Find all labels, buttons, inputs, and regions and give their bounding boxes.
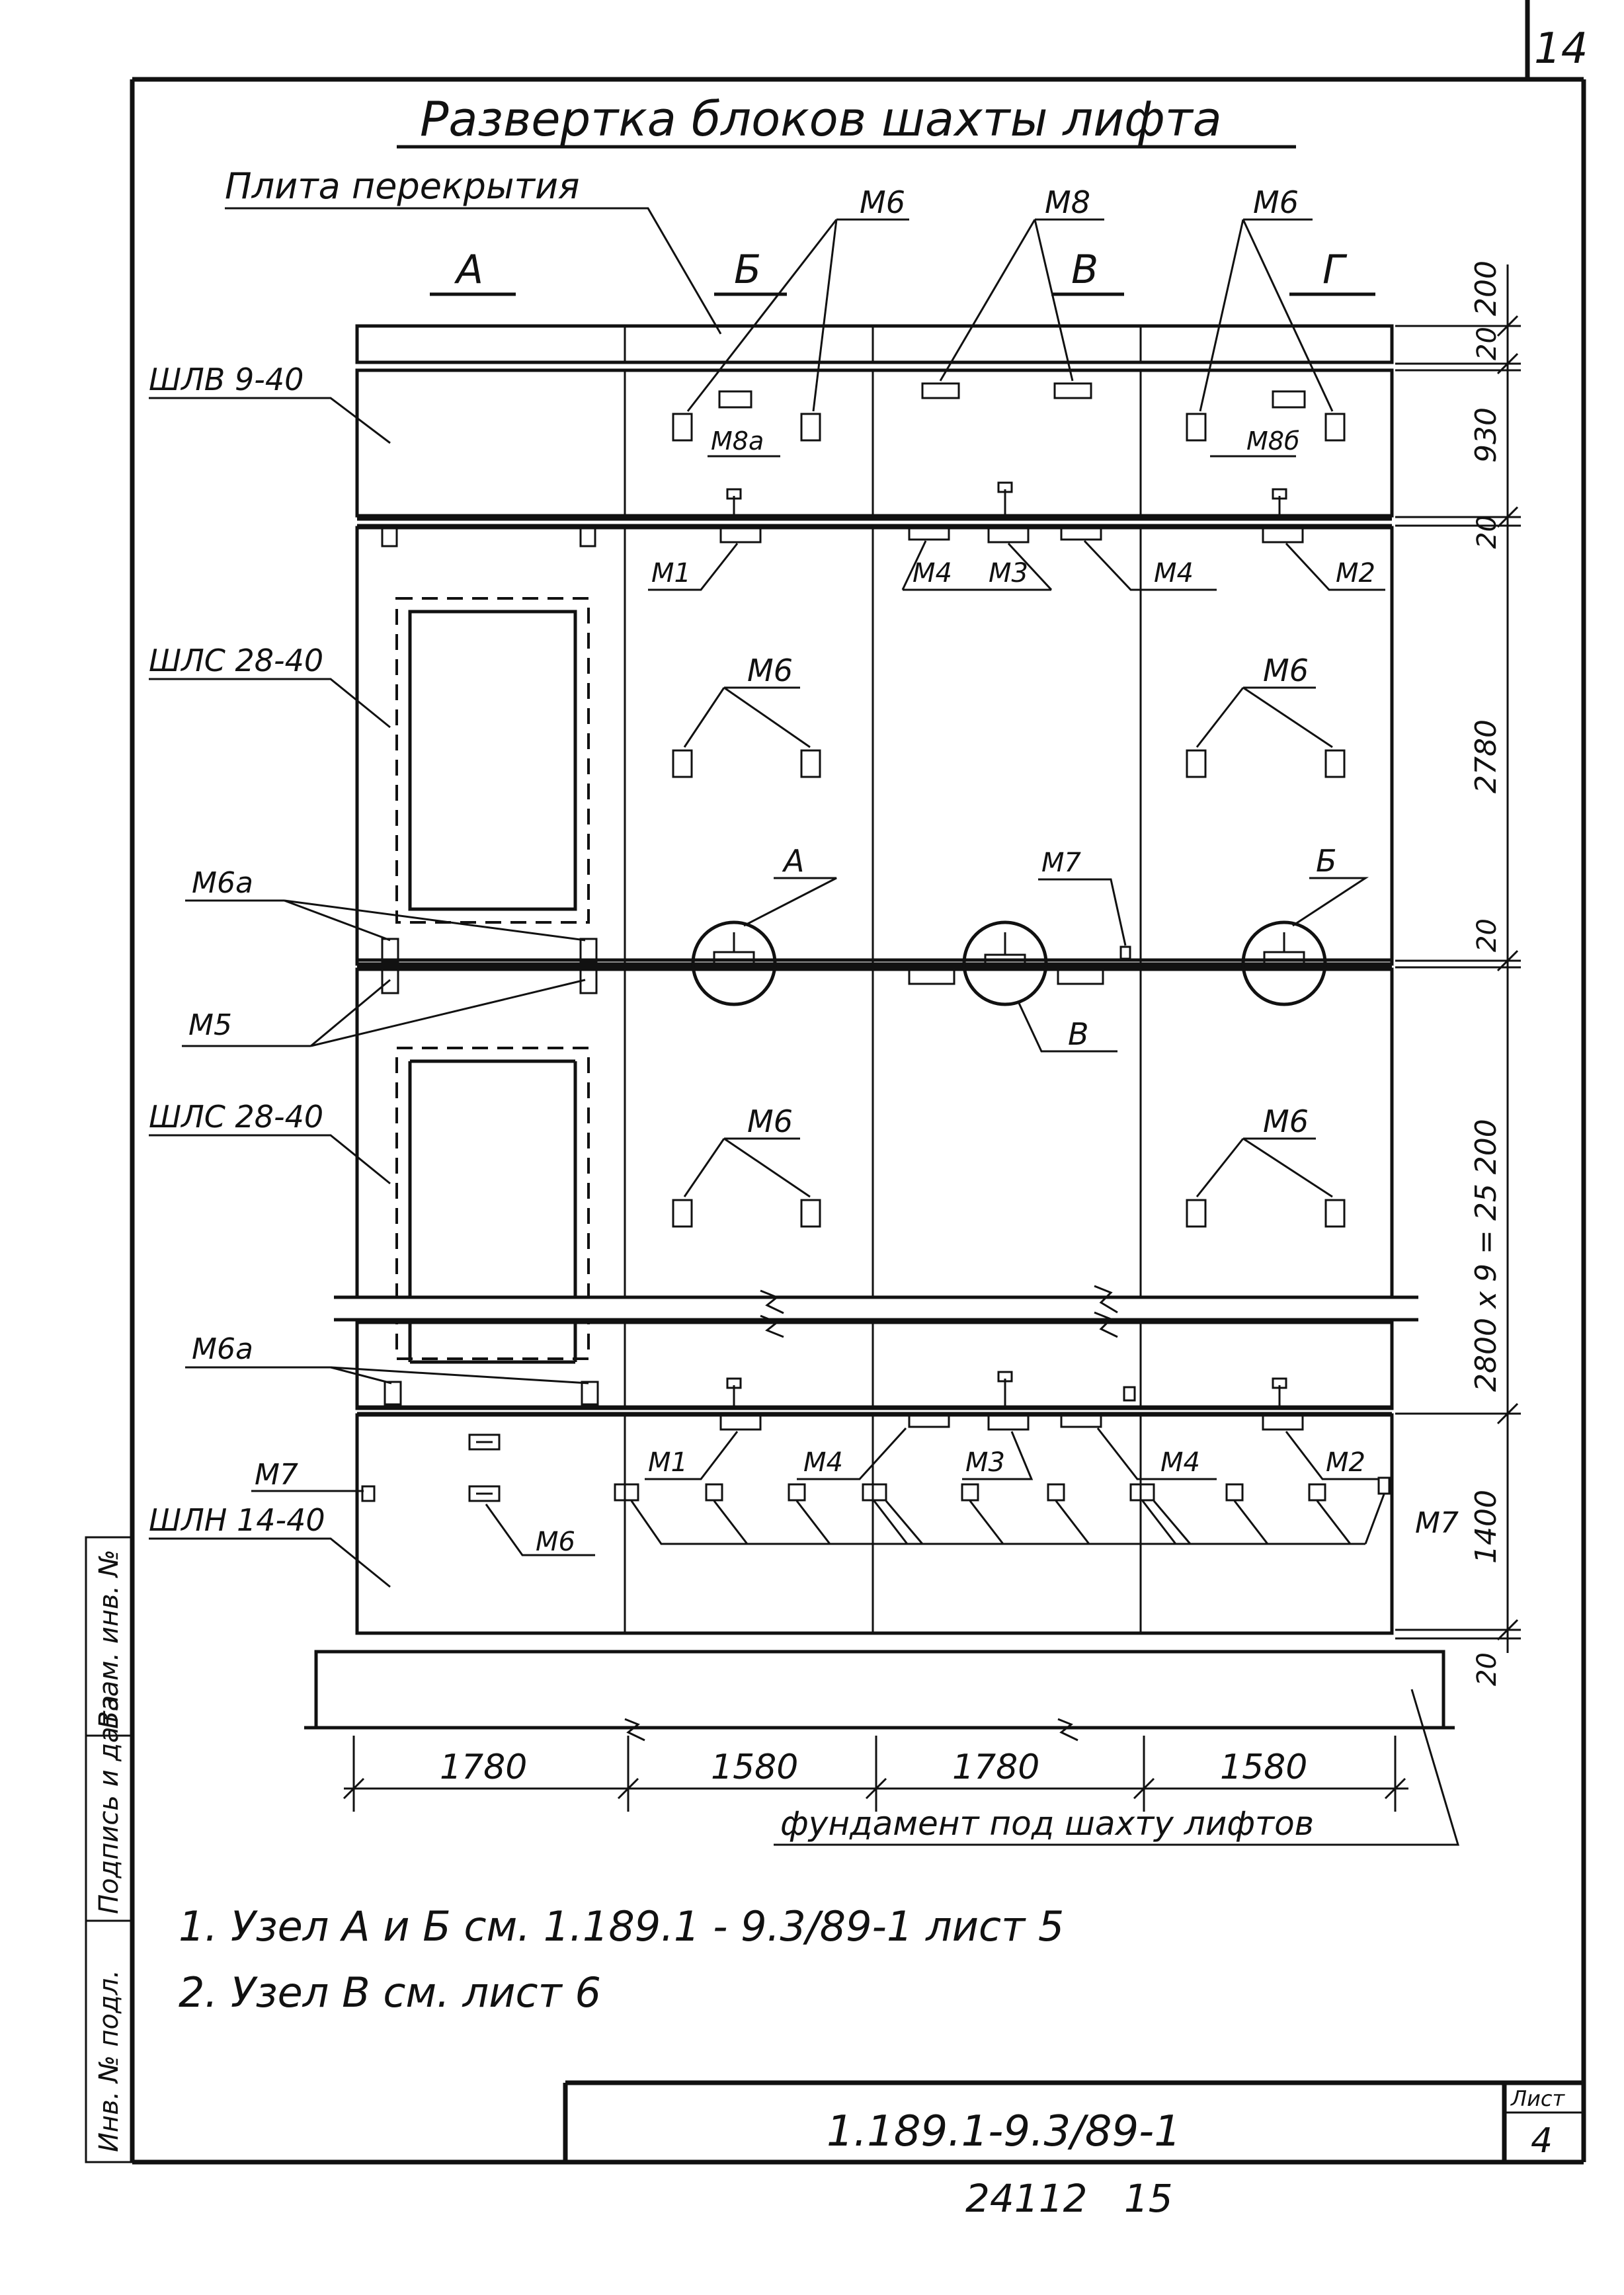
notes: 1. Узел А и Б см. 1.189.1 - 9.3/89-1 лис… — [179, 1902, 1064, 2017]
block-middle-2-lower: М6а — [185, 1320, 1394, 1410]
mark-m6-top-g: М6 — [1253, 184, 1299, 220]
dim-h-1580-g: 1580 — [1220, 1748, 1307, 1787]
dim-h-1580-b: 1580 — [711, 1748, 798, 1787]
node-b-label: Б — [1316, 843, 1337, 879]
dim-v-20-d: 20 — [1472, 1652, 1502, 1686]
mark-m4-bottom-left: М4 — [803, 1447, 843, 1478]
column-label-v: В — [1071, 247, 1098, 293]
joint-2: А Б В М7 М6а М5 — [182, 843, 1392, 1053]
side-stamp-signature: Подпись и дата — [94, 1695, 124, 1914]
block-bottom: ШЛН 14-40 М6 М7 М7 М1 — [149, 1413, 1459, 1635]
title-block: 1.189.1-9.3/89-1 Лист 4 — [563, 2080, 1584, 2162]
dim-v-20-b: 20 — [1472, 515, 1502, 549]
node-a-label: А — [782, 843, 804, 879]
block-bottom-label: ШЛН 14-40 — [149, 1502, 325, 1538]
mark-m6-mid1-b: М6 — [747, 653, 793, 688]
mark-m2-top: М2 — [1336, 558, 1375, 588]
footer-number: 24112 15 — [965, 2176, 1173, 2221]
mark-m3-bottom: М3 — [965, 1447, 1005, 1478]
break-band — [334, 1285, 1418, 1338]
sheet-frame: 14 — [130, 0, 1588, 2165]
mark-m3-top: М3 — [989, 558, 1028, 588]
mark-m4-top-right: М4 — [1154, 558, 1194, 588]
column-label-a: А — [454, 247, 483, 293]
foundation-label: фундамент под шахту лифтов — [780, 1804, 1314, 1843]
column-labels: А Б В Г — [430, 247, 1375, 296]
mark-m8b: М8б — [1246, 426, 1299, 456]
mark-m2-bottom: М2 — [1326, 1447, 1365, 1478]
sheet-label: Лист — [1510, 2086, 1565, 2111]
mark-m6-mid2-b: М6 — [747, 1104, 793, 1139]
mark-m4-bottom-right: М4 — [1160, 1447, 1200, 1478]
node-a-circle — [691, 920, 777, 1006]
block-middle-2-label: ШЛС 28-40 — [149, 1099, 323, 1135]
dim-v-2780: 2780 — [1469, 719, 1503, 793]
dim-v-20-a: 20 — [1472, 327, 1502, 360]
sheet-value: 4 — [1531, 2121, 1553, 2161]
mark-m6-mid1-g: М6 — [1263, 653, 1309, 688]
mark-m6a-upper: М6а — [192, 866, 253, 900]
drawing-title: Развертка блоков шахты лифта — [420, 91, 1222, 147]
mark-m6-mid2-g: М6 — [1263, 1104, 1309, 1139]
node-v-circle — [962, 920, 1048, 1006]
dim-v-25200: 2800 x 9 = 25 200 — [1469, 1119, 1503, 1392]
joint-3 — [357, 1371, 1392, 1431]
mark-m6a-lower: М6а — [192, 1332, 253, 1366]
mark-m7-mid: М7 — [1041, 848, 1082, 878]
dim-v-930: 930 — [1469, 407, 1503, 463]
side-stamp: Инв. № подл. Подпись и дата Взам. инв. № — [85, 1536, 134, 2163]
block-middle-1: ШЛС 28-40 М6 М6 М1 М4 М3 М4 М2 — [149, 526, 1394, 966]
note-1: 1. Узел А и Б см. 1.189.1 - 9.3/89-1 лис… — [179, 1902, 1064, 1951]
note-2: 2. Узел В см. лист 6 — [179, 1968, 601, 2017]
mark-m8-top: М8 — [1045, 184, 1090, 220]
dim-v-200: 200 — [1469, 261, 1503, 316]
mark-m1-bottom: М1 — [648, 1447, 688, 1478]
dim-h-1780-a: 1780 — [440, 1748, 527, 1787]
block-middle-1-label: ШЛС 28-40 — [149, 643, 323, 678]
side-stamp-inv-podl: Инв. № подл. — [94, 1970, 124, 2152]
slab-label: Плита перекрытия — [225, 165, 580, 207]
column-label-g: Г — [1322, 247, 1348, 293]
dim-v-20-c: 20 — [1472, 918, 1502, 952]
slab: Плита перекрытия — [225, 165, 1394, 364]
vertical-dimensions: 200 20 930 20 2780 20 2800 x 9 = 25 200 … — [1395, 261, 1521, 1686]
mark-m6-bottom: М6 — [536, 1527, 575, 1557]
mark-m7-bottom-left: М7 — [255, 1458, 298, 1492]
horizontal-dimensions: 1780 1580 1780 1580 — [343, 1736, 1408, 1812]
mark-m6-top-b: М6 — [860, 184, 905, 220]
dim-h-1780-v: 1780 — [952, 1748, 1039, 1787]
block-top-label: ШЛВ 9-40 — [149, 362, 304, 397]
column-label-b: Б — [734, 247, 761, 293]
doc-code: 1.189.1-9.3/89-1 — [827, 2107, 1181, 2156]
mark-m1-top: М1 — [651, 558, 691, 588]
sheet-number: 14 — [1534, 24, 1588, 73]
foundation: фундамент под шахту лифтов — [304, 1650, 1460, 1846]
dim-v-1400: 1400 — [1469, 1490, 1503, 1564]
mark-m7-bottom-right: М7 — [1415, 1506, 1459, 1540]
node-b-circle — [1241, 920, 1327, 1006]
mark-m4-top-left: М4 — [913, 558, 952, 588]
block-top: ШЛВ 9-40 М6 М8 М6 М8а М8б — [149, 184, 1394, 518]
mark-m5: М5 — [188, 1008, 232, 1042]
node-v-label: В — [1068, 1016, 1089, 1052]
block-middle-2: ШЛС 28-40 М6 М6 — [149, 967, 1394, 1362]
side-stamp-vzam: Взам. инв. № — [94, 1549, 124, 1729]
mark-m8a: М8а — [711, 426, 764, 456]
